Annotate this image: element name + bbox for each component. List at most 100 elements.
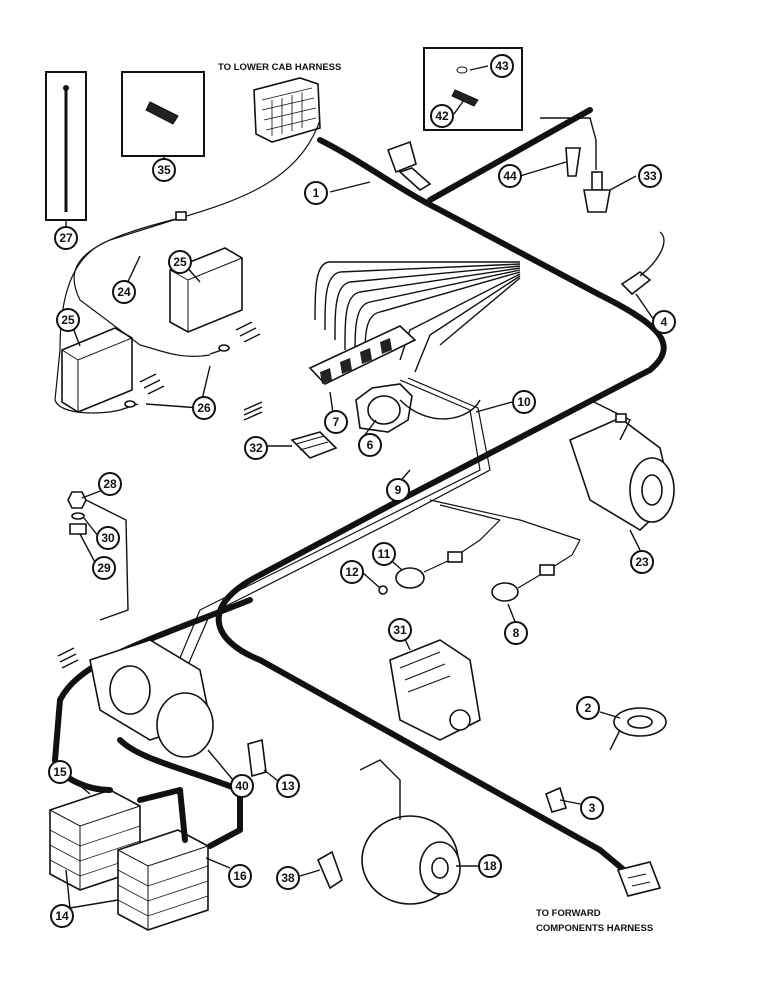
hardware-28-29-30 bbox=[67, 491, 129, 621]
callout-42: 42 bbox=[430, 104, 454, 128]
callout-7: 7 bbox=[324, 410, 348, 434]
callout-25-upper: 25 bbox=[168, 250, 192, 274]
label-to-lower-cab-harness: TO LOWER CAB HARNESS bbox=[218, 62, 341, 73]
callout-25-lower: 25 bbox=[56, 308, 80, 332]
callout-3: 3 bbox=[580, 796, 604, 820]
sensor-33 bbox=[540, 117, 611, 213]
callout-16: 16 bbox=[228, 864, 252, 888]
svg-text:11: 11 bbox=[378, 547, 391, 561]
svg-text:12: 12 bbox=[345, 565, 359, 579]
svg-text:23: 23 bbox=[635, 555, 649, 569]
svg-text:43: 43 bbox=[495, 59, 509, 73]
svg-text:14: 14 bbox=[55, 909, 69, 923]
svg-text:2: 2 bbox=[585, 701, 592, 715]
callout-28: 28 bbox=[98, 472, 122, 496]
callout-12: 12 bbox=[340, 560, 364, 584]
relay-block-7 bbox=[308, 325, 417, 385]
injection-pump-31 bbox=[389, 639, 481, 741]
svg-text:9: 9 bbox=[395, 483, 402, 497]
callout-14: 14 bbox=[50, 904, 74, 928]
callout-43: 43 bbox=[490, 54, 514, 78]
svg-text:26: 26 bbox=[197, 401, 211, 415]
wire-24 bbox=[54, 119, 321, 414]
horn-2 bbox=[609, 707, 667, 751]
callout-18: 18 bbox=[478, 854, 502, 878]
svg-text:8: 8 bbox=[513, 626, 520, 640]
svg-text:6: 6 bbox=[367, 438, 374, 452]
callout-27: 27 bbox=[54, 226, 78, 250]
label-to-forward: TO FORWARD bbox=[536, 908, 601, 919]
svg-text:42: 42 bbox=[435, 109, 449, 123]
callout-4: 4 bbox=[652, 310, 676, 334]
svg-text:29: 29 bbox=[97, 561, 111, 575]
callout-1: 1 bbox=[304, 181, 328, 205]
svg-text:1: 1 bbox=[313, 186, 320, 200]
svg-text:27: 27 bbox=[59, 231, 73, 245]
inset-box-35 bbox=[121, 71, 205, 157]
callout-10: 10 bbox=[512, 390, 536, 414]
callout-leaders bbox=[65, 65, 655, 909]
svg-text:18: 18 bbox=[483, 859, 497, 873]
clip-44 bbox=[565, 147, 581, 177]
elbow-3 bbox=[545, 786, 567, 813]
svg-text:3: 3 bbox=[589, 801, 596, 815]
cab-harness-connector bbox=[253, 77, 432, 191]
callout-9: 9 bbox=[386, 478, 410, 502]
wires-9-10 bbox=[174, 377, 491, 673]
solenoid-6 bbox=[355, 383, 481, 433]
lamp-25-lower bbox=[61, 327, 133, 413]
callout-24: 24 bbox=[112, 280, 136, 304]
main-harness-1 bbox=[52, 107, 667, 878]
svg-text:32: 32 bbox=[249, 441, 263, 455]
svg-text:33: 33 bbox=[643, 169, 657, 183]
svg-text:24: 24 bbox=[117, 285, 131, 299]
callout-11: 11 bbox=[372, 542, 396, 566]
callout-38: 38 bbox=[276, 866, 300, 890]
callout-33: 33 bbox=[638, 164, 662, 188]
sensor-8 bbox=[491, 539, 581, 602]
callout-23: 23 bbox=[630, 550, 654, 574]
svg-text:10: 10 bbox=[517, 395, 531, 409]
svg-text:7: 7 bbox=[333, 415, 340, 429]
forward-connector bbox=[616, 861, 662, 897]
callout-8: 8 bbox=[504, 621, 528, 645]
callout-44: 44 bbox=[498, 164, 522, 188]
callout-29: 29 bbox=[92, 556, 116, 580]
starter-motor bbox=[89, 639, 214, 758]
svg-text:28: 28 bbox=[103, 477, 117, 491]
callout-30: 30 bbox=[96, 526, 120, 550]
connector-38 bbox=[316, 850, 343, 890]
callout-26: 26 bbox=[192, 396, 216, 420]
sensor-11 bbox=[395, 519, 501, 589]
svg-text:4: 4 bbox=[661, 315, 668, 329]
callout-32: 32 bbox=[244, 436, 268, 460]
svg-text:35: 35 bbox=[157, 163, 171, 177]
sensor-12 bbox=[378, 585, 388, 595]
battery-right bbox=[117, 829, 209, 931]
svg-text:44: 44 bbox=[503, 169, 517, 183]
svg-text:40: 40 bbox=[235, 779, 249, 793]
svg-text:13: 13 bbox=[281, 779, 295, 793]
callout-35: 35 bbox=[152, 158, 176, 182]
callout-31: 31 bbox=[388, 618, 412, 642]
svg-text:25: 25 bbox=[61, 313, 75, 327]
callout-2: 2 bbox=[576, 696, 600, 720]
callout-6: 6 bbox=[358, 433, 382, 457]
sensor-feed-wires bbox=[429, 499, 581, 541]
connector-32 bbox=[290, 431, 338, 459]
callout-13: 13 bbox=[276, 774, 300, 798]
alternator-18 bbox=[359, 759, 461, 905]
svg-text:15: 15 bbox=[53, 765, 67, 779]
svg-text:31: 31 bbox=[393, 623, 407, 637]
label-components-harness: COMPONENTS HARNESS bbox=[536, 923, 653, 934]
svg-text:30: 30 bbox=[101, 531, 115, 545]
connector-13 bbox=[247, 738, 267, 778]
compressor-23 bbox=[569, 399, 675, 531]
callout-15: 15 bbox=[48, 760, 72, 784]
svg-text:25: 25 bbox=[173, 255, 187, 269]
inset-box-27 bbox=[45, 71, 87, 221]
ground-symbols bbox=[57, 321, 263, 669]
svg-text:38: 38 bbox=[281, 871, 295, 885]
sensor-4 bbox=[620, 231, 665, 296]
